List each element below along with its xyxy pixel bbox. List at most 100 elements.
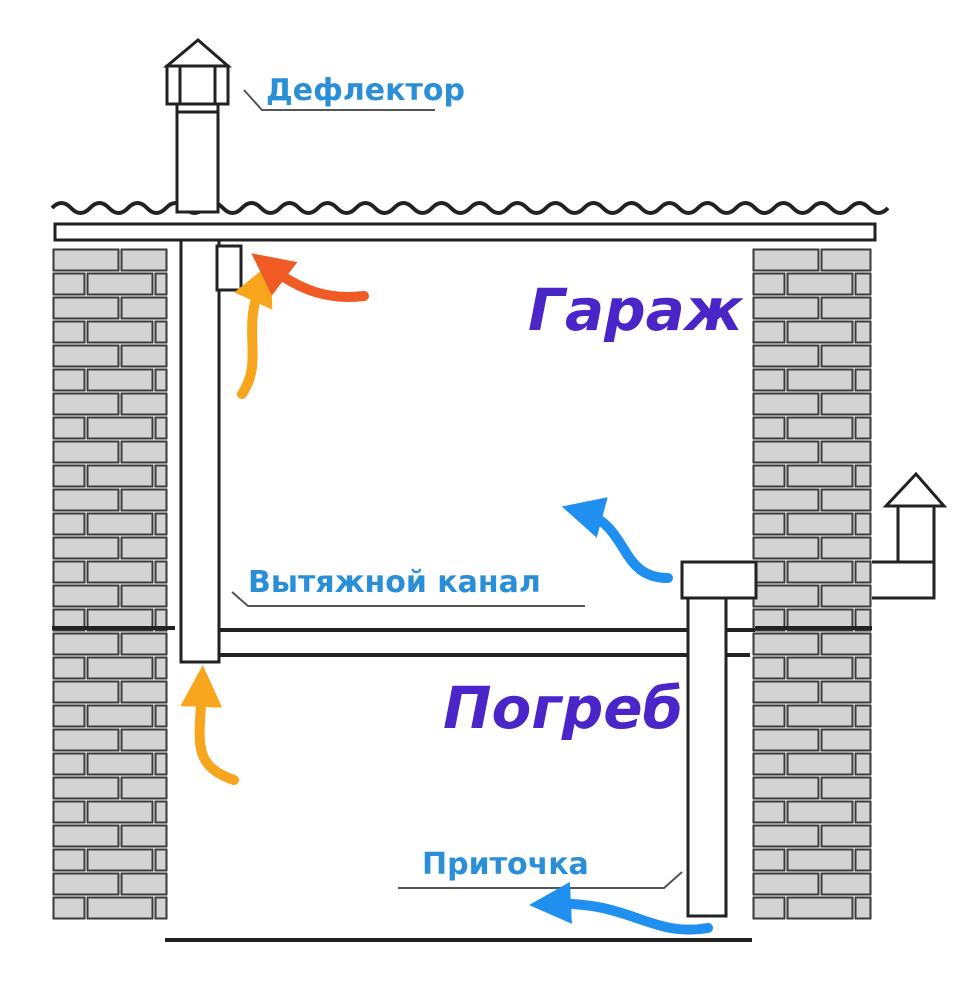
brick [820,344,872,368]
brick [154,752,168,776]
brick [820,536,872,560]
arrow-fresh-air-cellar [529,881,713,935]
brick [752,704,786,728]
brick [86,800,154,824]
brick [820,680,872,704]
brick [786,320,854,344]
brick [52,704,86,728]
brick [52,344,120,368]
brick [86,656,154,680]
garage-label: Гараж [528,276,744,344]
brick [120,776,168,800]
brick [154,272,168,296]
brick [752,872,820,896]
brick [854,752,872,776]
brick [52,296,120,320]
cellar-label: Погреб [443,674,683,742]
brick [752,296,820,320]
brick [52,248,120,272]
brick [52,464,86,488]
brick [820,488,872,512]
brick [752,248,820,272]
brick [820,824,872,848]
exhaust-channel-leader [231,591,585,607]
garage-floor [52,626,872,657]
brick [154,320,168,344]
brick [52,416,86,440]
brick [854,704,872,728]
brick [752,368,786,392]
brick [52,776,120,800]
brick [752,320,786,344]
brick [86,704,154,728]
brick [52,680,120,704]
brick [752,536,820,560]
arrow-warm-air-garage [234,262,273,399]
supply-pipe [680,471,948,918]
brick [120,632,168,656]
brick [752,560,786,584]
brick [820,728,872,752]
callout-leaders [231,89,683,889]
brick [154,704,168,728]
brick [786,272,854,296]
brick [120,440,168,464]
brick [786,704,854,728]
brick [86,464,154,488]
brick [86,752,154,776]
brick [752,896,786,920]
brick [820,776,872,800]
brick [752,440,820,464]
brick [154,560,168,584]
brick [120,392,168,416]
brick [52,656,86,680]
brick [86,512,154,536]
brick [154,848,168,872]
brick [52,272,86,296]
brick [120,536,168,560]
brick [52,584,120,608]
supply-label: Приточка [422,847,589,882]
brick [154,368,168,392]
brick [854,368,872,392]
brick [86,320,154,344]
brick [752,752,786,776]
brick [752,776,820,800]
deflector [162,38,233,116]
brick [854,800,872,824]
exhaust-channel-label: Вытяжной канал [248,565,541,600]
brick [120,248,168,272]
ceiling-slab [53,222,877,242]
exhaust-pipe-top [175,110,220,214]
brick [752,632,820,656]
brick [820,584,872,608]
brick [786,656,854,680]
supply-leader [398,871,683,889]
brick [52,512,86,536]
brick [52,632,120,656]
left-brick-wall [52,248,168,920]
brick [154,656,168,680]
brick [752,464,786,488]
right-brick-wall [752,248,872,920]
brick [120,584,168,608]
brick [854,848,872,872]
brick [52,320,86,344]
brick [786,512,854,536]
brick [52,608,86,632]
brick [86,896,154,920]
exhaust-pipe [179,238,243,664]
brick [752,608,786,632]
deflector-leader [243,89,435,111]
brick [154,608,168,632]
brick [154,464,168,488]
brick [154,800,168,824]
brick [86,560,154,584]
brick [120,728,168,752]
brick [86,272,154,296]
brick [752,656,786,680]
brick [752,392,820,416]
arrow-fresh-air-garage [561,497,673,583]
brick [820,248,872,272]
brick [752,416,786,440]
